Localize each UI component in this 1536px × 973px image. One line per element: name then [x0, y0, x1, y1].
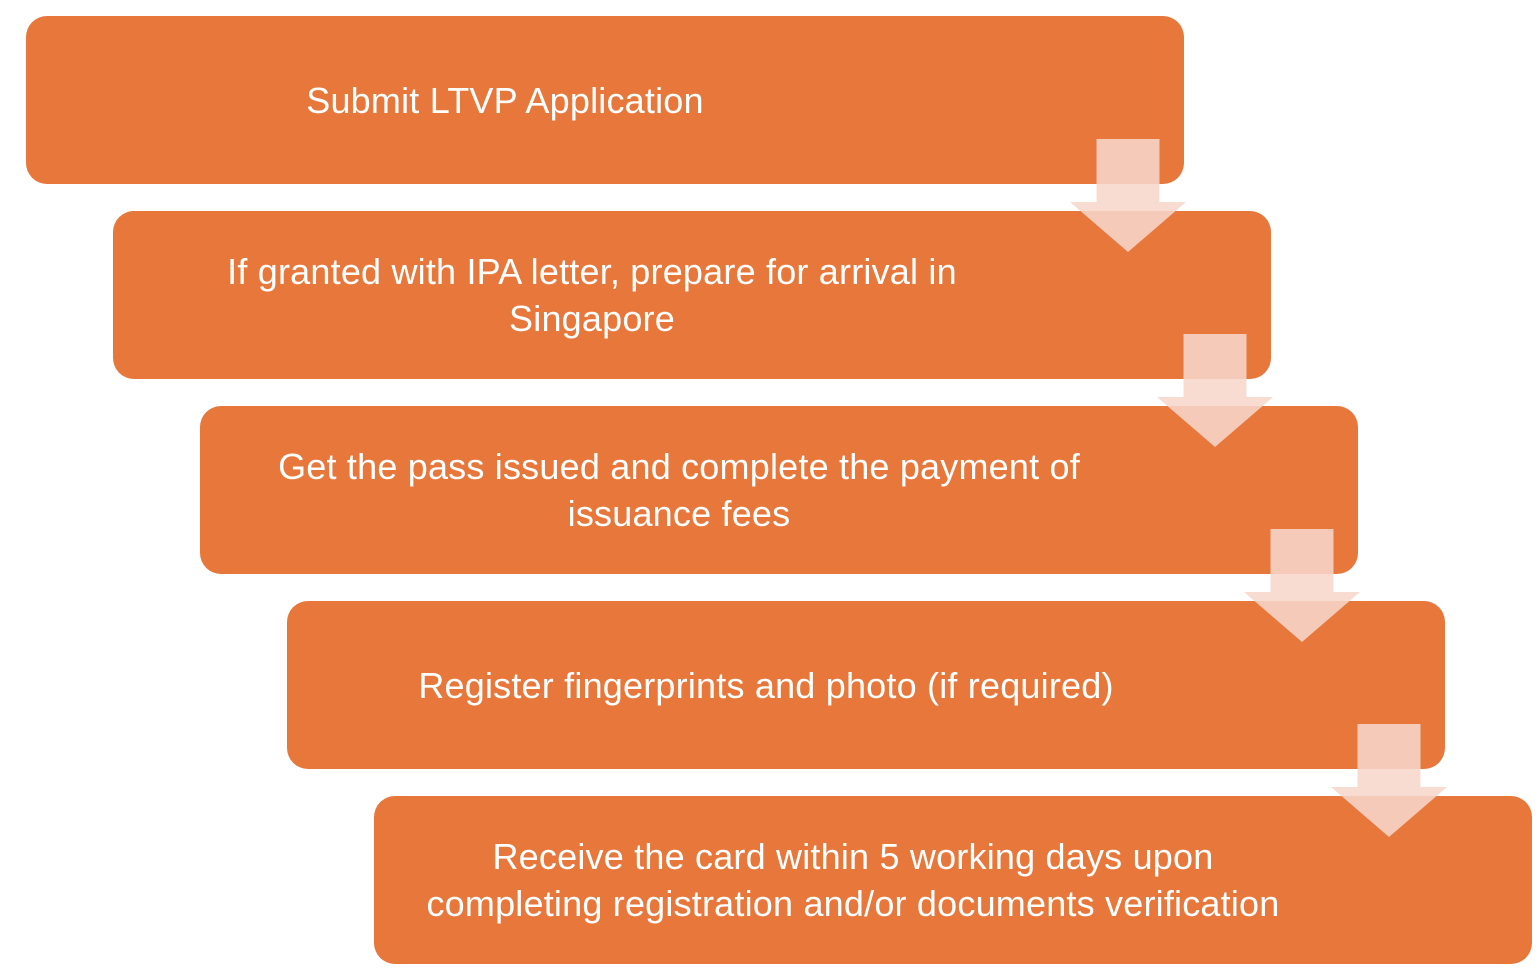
- down-arrow-icon: [1070, 139, 1186, 252]
- process-step: Submit LTVP Application: [26, 16, 1184, 184]
- down-arrow-icon: [1244, 529, 1360, 642]
- process-step: Receive the card within 5 working days u…: [374, 796, 1532, 964]
- process-step: Get the pass issued and complete the pay…: [200, 406, 1358, 574]
- down-arrow-icon: [1331, 724, 1447, 837]
- down-arrow-icon: [1157, 334, 1273, 447]
- step-label: Register fingerprints and photo (if requ…: [418, 664, 1114, 706]
- step-label: Get the pass issued and complete the pay…: [278, 446, 1080, 534]
- process-step: If granted with IPA letter, prepare for …: [113, 211, 1271, 379]
- step-label: Receive the card within 5 working days u…: [426, 836, 1280, 924]
- process-step: Register fingerprints and photo (if requ…: [287, 601, 1445, 769]
- step-label: If granted with IPA letter, prepare for …: [227, 251, 957, 339]
- step-label: Submit LTVP Application: [306, 79, 704, 121]
